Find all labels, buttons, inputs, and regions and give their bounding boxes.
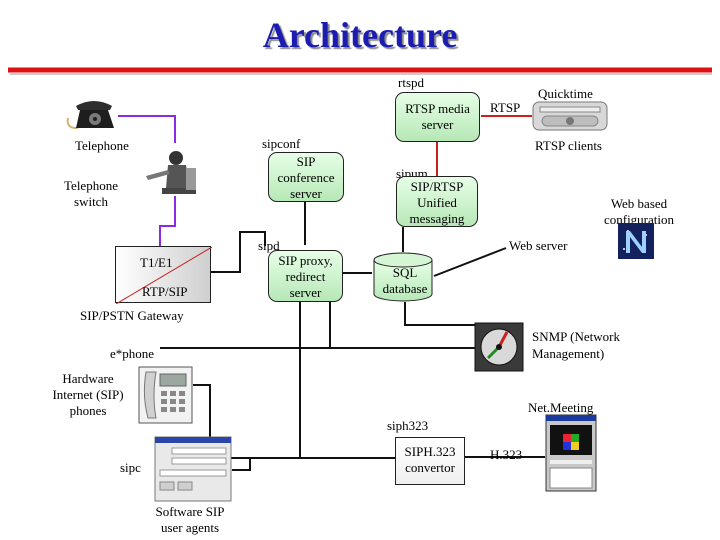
telephone-label: Telephone: [75, 138, 129, 153]
telephone-switch-label: Telephone switch: [64, 178, 118, 209]
rtsp-media-server-box[interactable]: RTSP media server: [395, 92, 480, 142]
hardware-phones-label: Hardware Internet (SIP) phones: [52, 371, 124, 418]
netscape-icon[interactable]: [618, 223, 654, 259]
sipc-link: [232, 458, 251, 471]
sipd-siph323-link: [299, 302, 395, 459]
gateway-label: SIP/PSTN Gateway: [80, 308, 184, 323]
snmp-label: SNMP (Network Management): [532, 329, 620, 361]
snmp-gauge-icon[interactable]: [474, 322, 524, 372]
software-agents-label: Software SIP user agents: [155, 504, 225, 535]
gateway-t1e1-label: T1/E1: [140, 255, 173, 270]
rtspd-label: rtspd: [398, 75, 424, 90]
sipconf-label: sipconf: [262, 136, 301, 151]
gateway-rtpsip-label: RTP/SIP: [142, 284, 188, 299]
quicktime-player-icon[interactable]: [532, 101, 608, 131]
sql-database-icon[interactable]: [372, 252, 434, 302]
page-title: Architecture: [262, 15, 458, 55]
gateway-sipd-link: [210, 231, 266, 273]
ephone-label: e*phone: [110, 346, 155, 361]
siph323-convertor-box[interactable]: SIPH.323 convertor: [395, 437, 465, 485]
telephone-link: [118, 115, 176, 143]
rtsp-label: RTSP: [490, 100, 521, 115]
web-server-label: Web server: [509, 238, 568, 253]
quicktime-label: Quicktime: [538, 86, 593, 101]
sql-database-label: SQL database: [382, 265, 428, 296]
telephone-icon: [66, 98, 120, 132]
sipd-label: sipd: [258, 238, 280, 253]
sip-conference-server-text: SIP conference server: [277, 154, 335, 201]
switch-link: [159, 196, 176, 246]
ip-phone-icon[interactable]: [138, 366, 193, 424]
hardware-phone-link: [193, 384, 300, 459]
netmeeting-label: Net.Meeting: [528, 400, 594, 415]
database-snmp-link: [404, 302, 476, 326]
unified-messaging-text: SIP/RTSP Unified messaging: [409, 179, 465, 226]
siph323-label: siph323: [387, 418, 429, 433]
sip-conference-server-box[interactable]: SIP conference server: [268, 152, 344, 202]
sipc-window-icon[interactable]: [154, 436, 232, 502]
rtsp-clients-label: RTSP clients: [535, 138, 602, 153]
sip-pstn-gateway-box[interactable]: T1/E1 RTP/SIP: [115, 246, 212, 304]
h323-label: H.323: [490, 447, 523, 462]
rtsp-media-server-text: RTSP media server: [405, 101, 470, 132]
unified-messaging-box[interactable]: SIP/RTSP Unified messaging: [396, 176, 478, 227]
sipc-label: sipc: [120, 460, 141, 475]
telephone-switch-icon: [142, 148, 198, 198]
sip-proxy-server-text: SIP proxy, redirect server: [278, 253, 333, 300]
database-webserver-link: [433, 247, 507, 277]
sip-proxy-server-box[interactable]: SIP proxy, redirect server: [268, 250, 343, 302]
netmeeting-window-icon[interactable]: [545, 414, 597, 492]
siph323-convertor-text: SIPH.323 convertor: [404, 444, 456, 475]
